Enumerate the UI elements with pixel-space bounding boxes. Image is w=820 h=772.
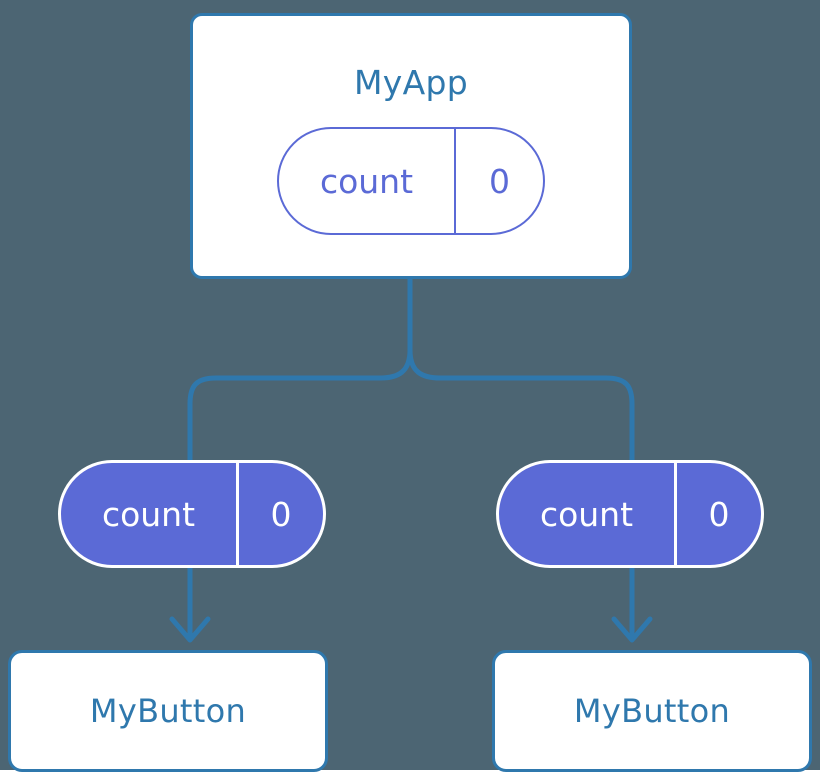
state-pill-child-right-count[interactable]: count 0 [496,460,764,568]
component-label-mybutton: MyButton [89,692,247,730]
state-value-label: 0 [454,129,543,233]
arrow-head-left [169,616,211,643]
state-key-label: count [319,161,414,201]
state-pill-child-left-count[interactable]: count 0 [58,460,326,568]
component-label-mybutton: MyButton [573,692,731,730]
state-pill-myapp-count[interactable]: count 0 [277,127,545,235]
state-value-label: 0 [236,463,323,565]
state-key-label: count [539,494,634,534]
state-value-label: 0 [674,463,761,565]
component-label-myapp: MyApp [354,63,468,102]
arrow-head-right [611,616,653,643]
split-connector-right [407,349,635,470]
split-connector-left [187,349,413,470]
component-node-mybutton-left[interactable]: MyButton [8,650,328,772]
component-node-mybutton-right[interactable]: MyButton [492,650,812,772]
state-key-label: count [101,494,196,534]
